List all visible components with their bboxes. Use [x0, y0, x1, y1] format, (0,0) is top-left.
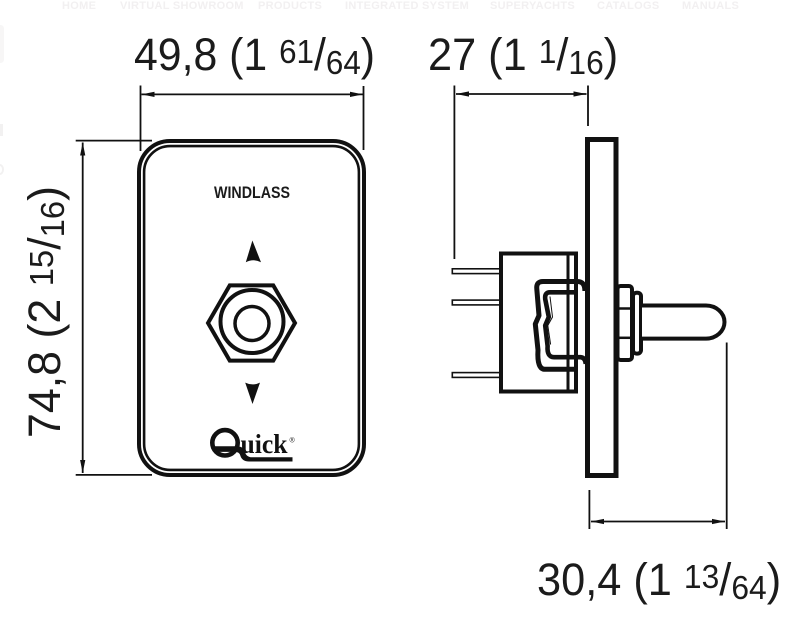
svg-text:uick: uick [241, 429, 288, 459]
svg-text:®: ® [290, 437, 296, 445]
svg-text:WINDLASS: WINDLASS [214, 183, 290, 202]
